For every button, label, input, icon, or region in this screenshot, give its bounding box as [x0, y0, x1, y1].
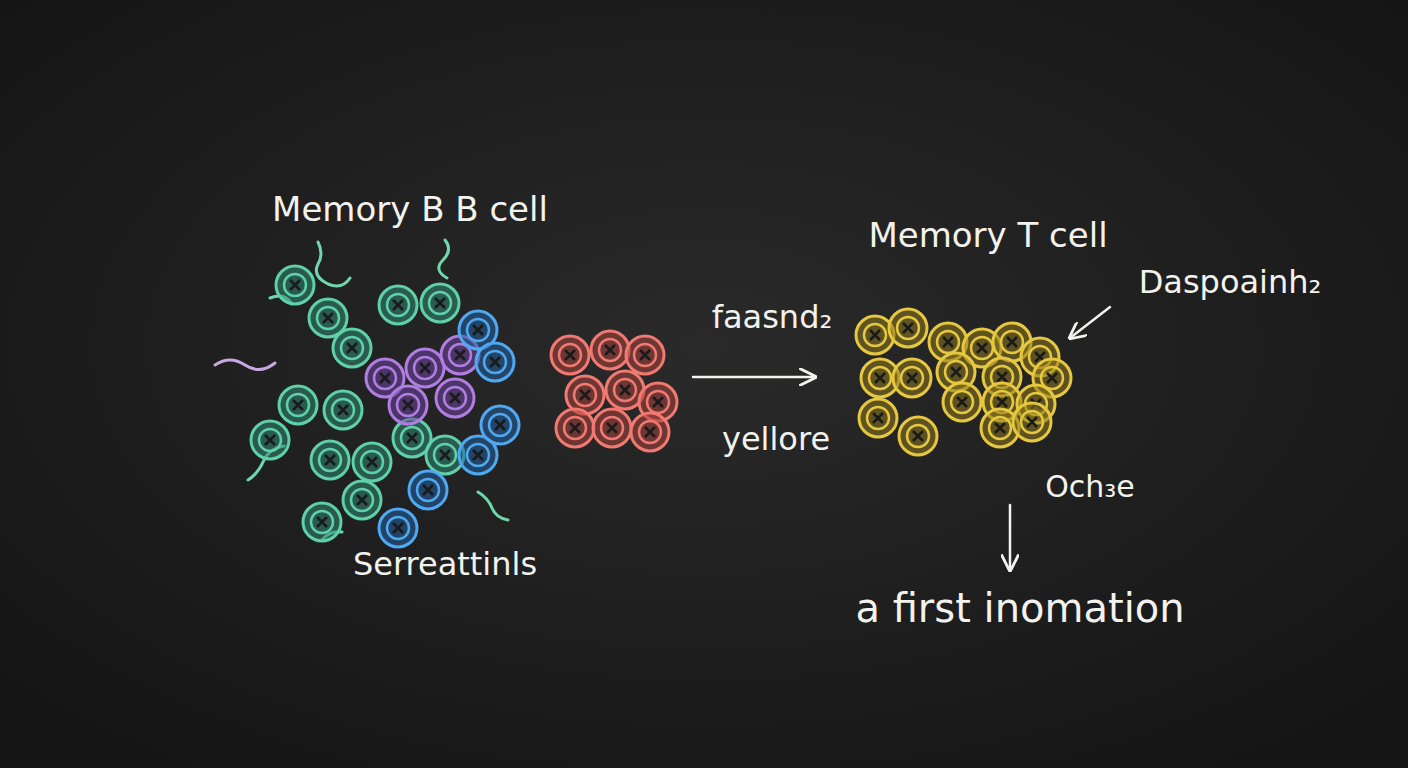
- cell-clusters: [251, 266, 1071, 547]
- cell: [379, 509, 417, 547]
- cell: [899, 417, 937, 455]
- cell: [1013, 403, 1051, 441]
- down-arrow: [1009, 505, 1012, 570]
- cell: [409, 471, 447, 509]
- leader-arrow: [1070, 307, 1110, 338]
- cell: [593, 409, 631, 447]
- cell: [436, 379, 474, 417]
- chalk-label: yellore: [722, 422, 830, 457]
- cell: [556, 409, 594, 447]
- squiggles: [215, 240, 508, 540]
- cell: [591, 331, 629, 369]
- chalk-label: Och₃e: [1045, 470, 1135, 503]
- cell: [631, 413, 669, 451]
- cell: [276, 266, 314, 304]
- cell: [406, 349, 444, 387]
- chalk-label: Serreattinls: [353, 547, 537, 582]
- cell: [311, 441, 349, 479]
- cell: [333, 329, 371, 367]
- cell: [353, 443, 391, 481]
- cell: [251, 421, 289, 459]
- cell: [859, 399, 897, 437]
- cell: [303, 503, 341, 541]
- cell: [893, 359, 931, 397]
- cell: [889, 309, 927, 347]
- cell: [379, 286, 417, 324]
- cell: [856, 316, 894, 354]
- cell: [421, 284, 459, 322]
- chalk-label: a first inomation: [855, 586, 1184, 630]
- chalk-label: faasnd₂: [712, 300, 833, 335]
- cell: [626, 336, 664, 374]
- cell: [481, 406, 519, 444]
- cell: [343, 481, 381, 519]
- cell: [324, 391, 362, 429]
- cell: [389, 386, 427, 424]
- cell: [279, 386, 317, 424]
- arrows: [693, 307, 1110, 570]
- chalk-label: Daspoainh₂: [1139, 265, 1322, 300]
- cell: [943, 383, 981, 421]
- chalk-label: Memory T cell: [868, 217, 1107, 254]
- chalk-label: Memory B B cell: [272, 191, 548, 228]
- cell: [476, 343, 514, 381]
- main-arrow: [693, 376, 815, 379]
- cell: [551, 336, 589, 374]
